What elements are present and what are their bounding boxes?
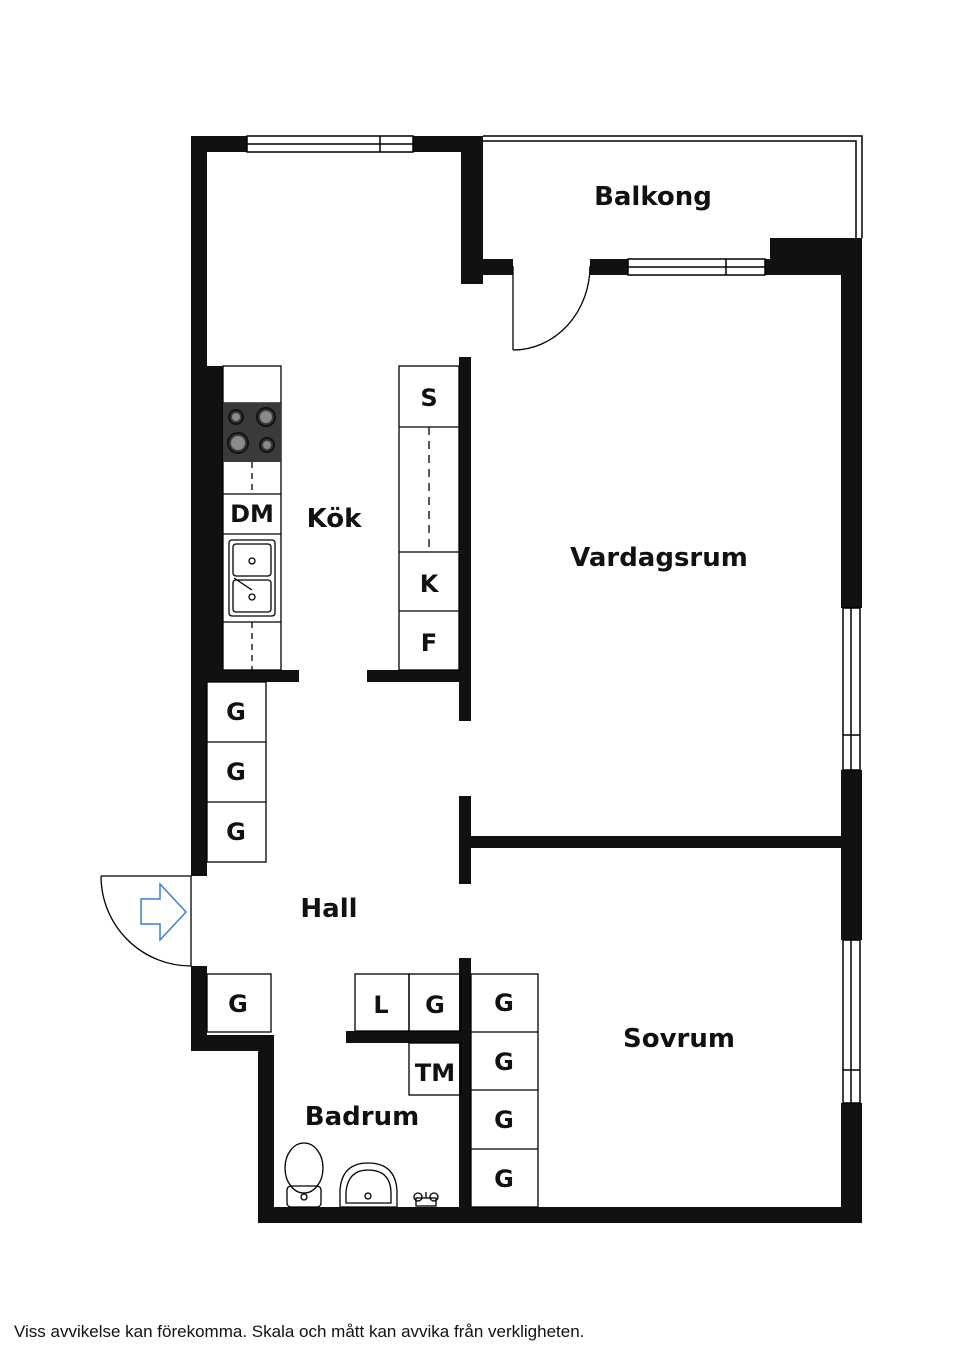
entrance-arrow-icon bbox=[140, 882, 188, 942]
linen-l-label: L bbox=[373, 991, 388, 1019]
wardrobe-g-label: G bbox=[226, 758, 246, 786]
windows bbox=[246, 135, 861, 1104]
wardrobe-g-label: G bbox=[425, 991, 445, 1019]
dishwasher-label: DM bbox=[230, 500, 274, 528]
wardrobe-g-label: G bbox=[494, 1165, 514, 1193]
room-label-kok: Kök bbox=[307, 504, 363, 534]
wardrobe-g-label: G bbox=[228, 990, 248, 1018]
room-label-hall: Hall bbox=[300, 894, 357, 924]
stove-icon bbox=[223, 403, 281, 462]
room-label-badrum: Badrum bbox=[305, 1102, 419, 1132]
room-label-vardagsrum: Vardagsrum bbox=[570, 543, 748, 573]
fridge-k-label: K bbox=[420, 570, 440, 598]
wardrobe-g-label: G bbox=[494, 989, 514, 1017]
storage-s-label: S bbox=[420, 384, 437, 412]
toilet-icon bbox=[284, 1142, 324, 1208]
kitchen-right-counter bbox=[398, 365, 460, 671]
sink-icon bbox=[228, 539, 276, 617]
washbasin-icon bbox=[339, 1162, 398, 1208]
room-label-balkong: Balkong bbox=[594, 182, 712, 212]
freezer-f-label: F bbox=[421, 629, 437, 657]
faucet-icon bbox=[413, 1192, 439, 1207]
balcony-railing bbox=[483, 135, 863, 238]
wardrobe-g-label: G bbox=[494, 1048, 514, 1076]
disclaimer-text: Viss avvikelse kan förekomma. Skala och … bbox=[14, 1322, 585, 1341]
doors bbox=[100, 265, 591, 967]
walls bbox=[191, 136, 862, 1223]
washing-machine-tm-label: TM bbox=[415, 1059, 455, 1087]
wardrobe-g-label: G bbox=[494, 1106, 514, 1134]
hall-wardrobes bbox=[206, 681, 462, 1096]
bedroom-wardrobes bbox=[470, 973, 539, 1208]
room-label-sovrum: Sovrum bbox=[623, 1024, 735, 1054]
wardrobe-g-label: G bbox=[226, 818, 246, 846]
wardrobe-g-label: G bbox=[226, 698, 246, 726]
